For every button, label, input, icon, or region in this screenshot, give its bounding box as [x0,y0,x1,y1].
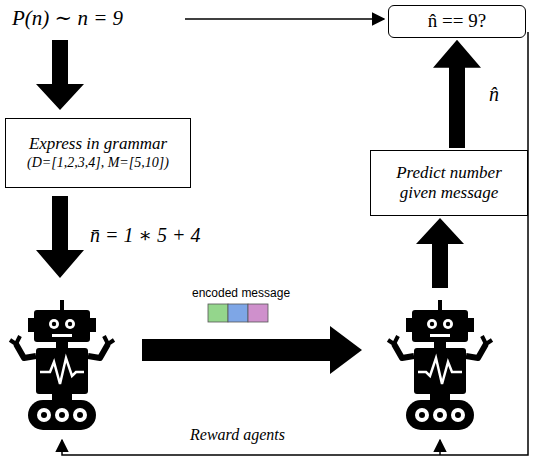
message-token [208,304,228,322]
big-arrow [416,218,464,288]
process-box: Predict number given message [370,150,528,216]
annotation-label: encoded message [192,287,290,300]
big-arrow [36,196,84,278]
annotation-label: Reward agents [190,426,285,444]
box-text: Predict number given message [384,163,514,204]
box-text: Express in grammar [29,134,167,154]
box-text: (D=[1,2,3,4], M=[5,10]) [27,155,169,172]
reward-line [439,440,441,455]
robot [388,300,492,430]
flow-arrow [433,40,481,148]
annotation-label: n̄ = 1 ∗ 5 + 4 [90,224,201,246]
box-text: n̂ == 9? [428,10,486,33]
annotation-label: P(n) ∼ n = 9 [12,7,123,30]
flow-arrow [185,18,384,20]
robot [10,300,114,430]
message-token [248,304,268,322]
process-box: Express in grammar(D=[1,2,3,4], M=[5,10]… [5,118,191,188]
reward-line [62,32,528,455]
process-box: n̂ == 9? [388,5,526,38]
big-arrow [142,326,362,374]
big-arrow [36,40,84,110]
message-token [228,304,248,322]
edge-label: n̂ [487,83,501,105]
